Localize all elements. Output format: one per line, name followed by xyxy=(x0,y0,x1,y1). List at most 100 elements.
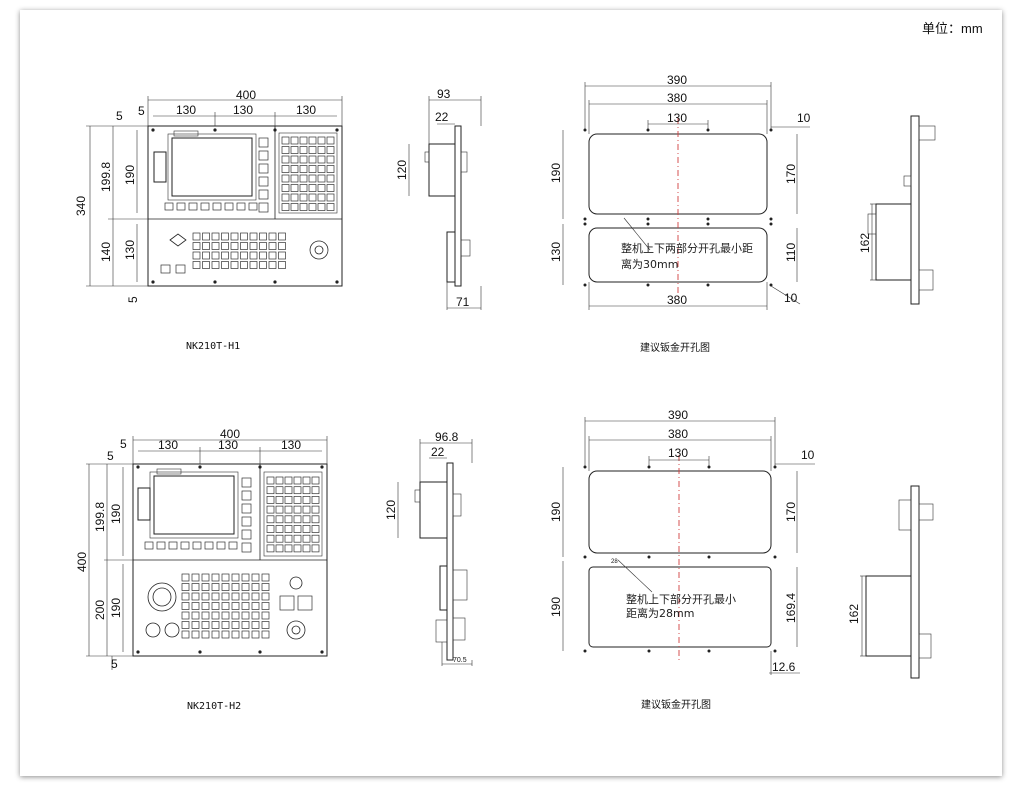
key xyxy=(308,184,317,192)
key xyxy=(275,534,284,543)
key xyxy=(240,261,248,269)
lower-cutout-h2 xyxy=(588,566,772,648)
key xyxy=(251,573,260,582)
dim-side2-height: 162 xyxy=(858,233,872,253)
cutout-upper-height-h2: 190 xyxy=(549,502,563,522)
key xyxy=(251,602,260,610)
key xyxy=(266,534,275,543)
key xyxy=(202,232,210,241)
key xyxy=(261,592,270,601)
dim-total-width-h2: 400 xyxy=(220,427,240,441)
operation-keys-h2 xyxy=(181,573,270,639)
key xyxy=(201,583,210,591)
key xyxy=(308,146,317,154)
key xyxy=(308,165,317,173)
dim-total-height: 340 xyxy=(74,196,88,216)
dim-margin-bottom-h2: 5 xyxy=(111,657,118,671)
key xyxy=(293,515,302,524)
dim-col3: 130 xyxy=(296,103,316,117)
key xyxy=(290,193,299,202)
key xyxy=(192,251,201,260)
cutout-bottom-width: 380 xyxy=(667,293,687,307)
key xyxy=(293,486,302,495)
key xyxy=(293,496,302,504)
key xyxy=(221,611,230,620)
key xyxy=(317,184,326,192)
cutout-inner-width-h2: 380 xyxy=(668,427,688,441)
key xyxy=(293,505,302,514)
unit-label: 单位：mm xyxy=(922,21,983,36)
dim-total-width: 400 xyxy=(236,88,256,102)
key xyxy=(241,602,250,610)
dim-depth-h2: 96.8 xyxy=(435,430,459,444)
key xyxy=(311,505,320,514)
side2-view-h1: 162 xyxy=(858,115,936,305)
key xyxy=(299,146,308,154)
key xyxy=(230,251,239,260)
key xyxy=(311,544,320,553)
cutout-upper-height: 190 xyxy=(549,163,563,183)
key xyxy=(221,583,230,591)
dim-col1-h2: 130 xyxy=(158,438,178,452)
key xyxy=(308,155,317,164)
key xyxy=(284,544,293,553)
keypad-keys-h1 xyxy=(281,136,335,211)
key xyxy=(191,621,200,629)
key xyxy=(326,146,335,154)
dim-flange: 22 xyxy=(435,110,449,124)
key xyxy=(326,203,335,211)
dim-margin-top: 5 xyxy=(116,109,123,123)
key xyxy=(251,611,260,620)
key xyxy=(302,525,311,533)
key xyxy=(290,174,299,183)
model-label-h1: NK210T-H1 xyxy=(186,341,240,352)
key xyxy=(241,621,250,629)
dim-col2: 130 xyxy=(233,103,253,117)
key xyxy=(221,602,230,610)
key xyxy=(308,174,317,183)
key xyxy=(278,232,286,241)
key xyxy=(230,242,239,250)
key xyxy=(211,261,220,269)
key xyxy=(326,136,335,145)
cutout-lower-height: 130 xyxy=(549,242,563,262)
key xyxy=(211,242,220,250)
dim-lower-inner-h2: 190 xyxy=(109,598,123,618)
dim-side2-height-h2: 162 xyxy=(847,604,861,624)
key xyxy=(261,630,270,639)
cutout-hole-pitch: 130 xyxy=(667,111,687,125)
key xyxy=(293,534,302,543)
key xyxy=(191,630,200,639)
key xyxy=(299,136,308,145)
key xyxy=(308,203,317,211)
key xyxy=(211,251,220,260)
key xyxy=(317,136,326,145)
cutout-title-h1: 建议钣金开孔图 xyxy=(640,341,710,354)
key xyxy=(278,242,286,250)
key xyxy=(181,611,190,620)
cutout-small-dim: 28 xyxy=(611,559,618,565)
side-keys xyxy=(258,137,269,213)
key xyxy=(181,602,190,610)
front-view-h2: 400 130 130 130 5 5 400 199.8 190 200 19… xyxy=(75,427,328,712)
cutout-h1: 390 380 130 10 190 170 130 110 380 10 整机… xyxy=(549,73,811,354)
key xyxy=(240,242,248,250)
key xyxy=(266,544,275,553)
cutout-title-h2: 建议钣金开孔图 xyxy=(641,698,711,711)
key xyxy=(251,592,260,601)
key xyxy=(268,251,277,260)
key xyxy=(211,602,220,610)
side-view-h2: 96.8 22 120 70.5 xyxy=(384,430,473,666)
key xyxy=(191,583,200,591)
key xyxy=(261,621,270,629)
key xyxy=(221,621,230,629)
cutout-h2: 390 380 130 10 190 170 190 169.4 28 整机上下… xyxy=(549,408,815,711)
key xyxy=(302,515,311,524)
softkey-row-h2 xyxy=(144,541,238,550)
key xyxy=(211,583,220,591)
key xyxy=(249,232,258,241)
key xyxy=(192,232,201,241)
key xyxy=(231,602,240,610)
key xyxy=(240,232,248,241)
dim-upper-height-h2: 199.8 xyxy=(93,502,107,532)
